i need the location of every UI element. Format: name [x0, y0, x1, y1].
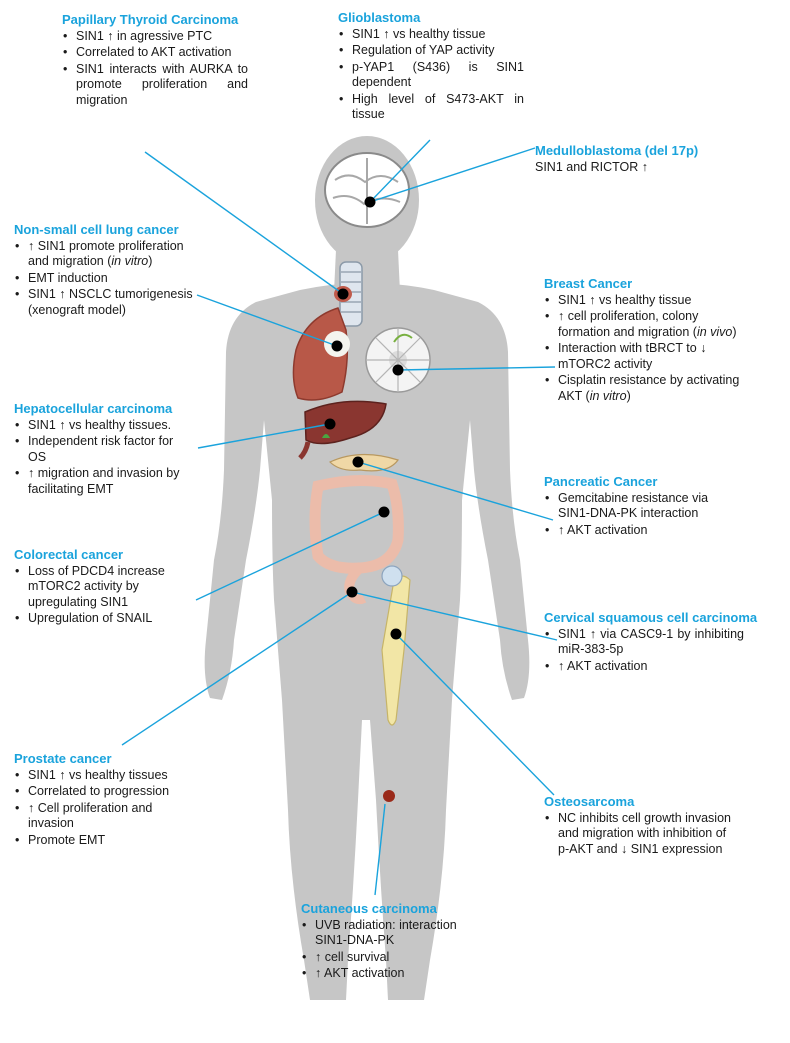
callout-title: Colorectal cancer [14, 547, 200, 563]
callout-glioblastoma: Glioblastoma SIN1 ↑ vs healthy tissue Re… [338, 10, 524, 124]
list-item: ↑ cell proliferation, colony formation a… [558, 309, 744, 340]
list-item: NC inhibits cell growth invasion and mig… [558, 811, 734, 858]
list-item: Correlated to progression [28, 784, 200, 800]
bullet-list: SIN1 ↑ vs healthy tissues. Independent r… [14, 418, 194, 498]
bullet-list: SIN1 ↑ vs healthy tissue Regulation of Y… [338, 27, 524, 123]
list-item: High level of S473-AKT in tissue [352, 92, 524, 123]
list-item: ↑ Cell proliferation and invasion [28, 801, 200, 832]
list-item: Cisplatin resistance by activating AKT (… [558, 373, 744, 404]
marker-brain [365, 197, 376, 208]
marker-pancreas [353, 457, 364, 468]
bullet-list: NC inhibits cell growth invasion and mig… [544, 811, 734, 858]
callout-papillary-thyroid: Papillary Thyroid Carcinoma SIN1 ↑ in ag… [62, 12, 248, 109]
list-item: Independent risk factor for OS [28, 434, 194, 465]
callout-nsclc: Non-small cell lung cancer ↑ SIN1 promot… [14, 222, 194, 319]
callout-title: Medulloblastoma (del 17p) [535, 143, 745, 159]
callout-title: Hepatocellular carcinoma [14, 401, 194, 417]
list-item: EMT induction [28, 271, 194, 287]
callout-title: Papillary Thyroid Carcinoma [62, 12, 248, 28]
callout-title: Glioblastoma [338, 10, 524, 26]
bullet-list: SIN1 ↑ vs healthy tissue ↑ cell prolifer… [544, 293, 744, 405]
bullet-list: SIN1 ↑ vs healthy tissues Correlated to … [14, 768, 200, 849]
bullet-list: Loss of PDCD4 increase mTORC2 activity b… [14, 564, 200, 627]
callout-title: Pancreatic Cancer [544, 474, 734, 490]
list-item: Interaction with tBRCT to ↓ mTORC2 activ… [558, 341, 744, 372]
marker-colon [379, 507, 390, 518]
list-item: ↑ migration and invasion by facilitating… [28, 466, 194, 497]
callout-cervical: Cervical squamous cell carcinoma SIN1 ↑ … [544, 610, 744, 675]
marker-breast [393, 365, 404, 376]
marker-thyroid [338, 289, 349, 300]
callout-title: Cutaneous carcinoma [301, 901, 471, 917]
list-item: SIN1 ↑ vs healthy tissue [352, 27, 524, 43]
list-item: ↑ AKT activation [558, 659, 744, 675]
list-item: SIN1 ↑ NSCLC tumorigenesis (xenograft mo… [28, 287, 194, 318]
list-item: Regulation of YAP activity [352, 43, 524, 59]
callout-breast: Breast Cancer SIN1 ↑ vs healthy tissue ↑… [544, 276, 744, 405]
bullet-list: ↑ SIN1 promote proliferation and migrati… [14, 239, 194, 319]
bullet-list: UVB radiation: interaction SIN1-DNA-PK ↑… [301, 918, 471, 982]
breast-tissue [366, 328, 430, 392]
list-item: Upregulation of SNAIL [28, 611, 200, 627]
callout-title: Breast Cancer [544, 276, 744, 292]
callout-title: Prostate cancer [14, 751, 200, 767]
callout-osteosarcoma: Osteosarcoma NC inhibits cell growth inv… [544, 794, 734, 858]
callout-title: Cervical squamous cell carcinoma [544, 610, 744, 626]
list-item: ↑ cell survival [315, 950, 471, 966]
callout-colorectal: Colorectal cancer Loss of PDCD4 increase… [14, 547, 200, 628]
list-item: ↑ AKT activation [558, 523, 734, 539]
brain-organ [325, 153, 409, 227]
list-item: p-YAP1 (S436) is SIN1 dependent [352, 60, 524, 91]
list-item: UVB radiation: interaction SIN1-DNA-PK [315, 918, 471, 949]
marker-pelvis [347, 587, 358, 598]
callout-title: Non-small cell lung cancer [14, 222, 194, 238]
marker-liver [325, 419, 336, 430]
bullet-list: SIN1 ↑ via CASC9-1 by inhibiting miR-383… [544, 627, 744, 675]
callout-pancreatic: Pancreatic Cancer Gemcitabine resistance… [544, 474, 734, 539]
list-item: ↑ SIN1 promote proliferation and migrati… [28, 239, 194, 270]
list-item: Promote EMT [28, 833, 200, 849]
bullet-list: Gemcitabine resistance via SIN1-DNA-PK i… [544, 491, 734, 539]
marker-lung [332, 341, 343, 352]
list-item: SIN1 ↑ via CASC9-1 by inhibiting miR-383… [558, 627, 744, 658]
list-item: Loss of PDCD4 increase mTORC2 activity b… [28, 564, 200, 611]
list-item: SIN1 interacts with AURKA to promote pro… [76, 62, 248, 109]
list-item: ↑ AKT activation [315, 966, 471, 982]
callout-medulloblastoma: Medulloblastoma (del 17p) SIN1 and RICTO… [535, 143, 745, 175]
bullet-list: SIN1 ↑ in agressive PTC Correlated to AK… [62, 29, 248, 109]
list-item: SIN1 ↑ vs healthy tissues [28, 768, 200, 784]
callout-title: Osteosarcoma [544, 794, 734, 810]
list-item: Gemcitabine resistance via SIN1-DNA-PK i… [558, 491, 734, 522]
skin-lesion [383, 790, 395, 802]
list-item: SIN1 ↑ in agressive PTC [76, 29, 248, 45]
list-item: SIN1 ↑ vs healthy tissue [558, 293, 744, 309]
callout-cutaneous: Cutaneous carcinoma UVB radiation: inter… [301, 901, 471, 983]
list-item: Correlated to AKT activation [76, 45, 248, 61]
callout-hepatocellular: Hepatocellular carcinoma SIN1 ↑ vs healt… [14, 401, 194, 498]
marker-femur [391, 629, 402, 640]
list-item: SIN1 ↑ vs healthy tissues. [28, 418, 194, 434]
callout-prostate: Prostate cancer SIN1 ↑ vs healthy tissue… [14, 751, 200, 849]
callout-text: SIN1 and RICTOR ↑ [535, 160, 745, 176]
